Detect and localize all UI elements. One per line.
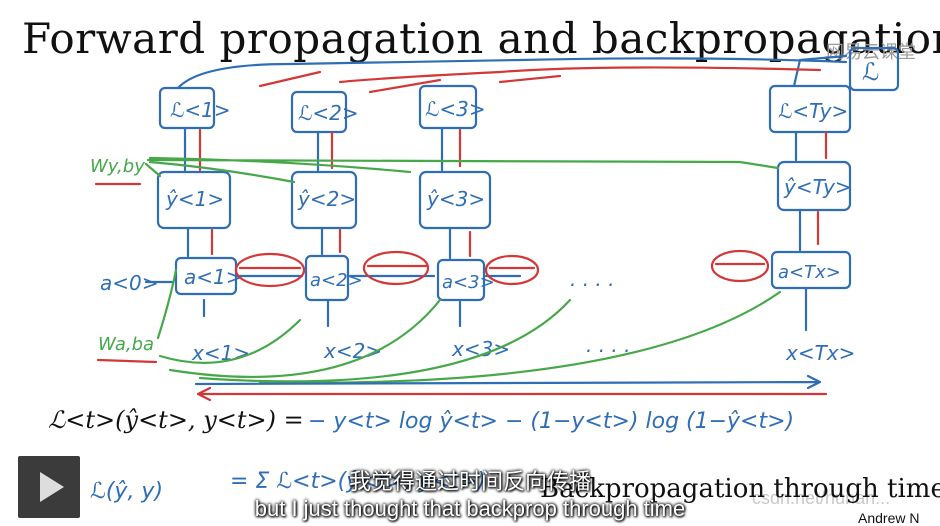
pred-box-ty: ŷ<Ty> xyxy=(776,160,852,212)
input-label-2: x<2> xyxy=(323,339,382,363)
dots-mid: . . . . xyxy=(570,267,615,291)
act-box-1: a<1> xyxy=(174,256,243,296)
wy-label: Wy,by xyxy=(90,156,145,177)
act-box-3: a<3> xyxy=(436,258,495,302)
subtitle-english: but I just thought that backprop through… xyxy=(254,496,686,521)
loss-box-ty: ℒ<Ty> xyxy=(768,84,852,134)
wa-label: Wa,ba xyxy=(98,334,154,355)
act-box-tx: a<Tx> xyxy=(770,250,852,290)
pred-box-1: ŷ<1> xyxy=(156,170,232,230)
loss-label-1: ℒ<1> xyxy=(170,98,231,122)
subtitle-chinese: 我觉得通过时间反向传播 xyxy=(348,470,591,495)
play-button[interactable] xyxy=(18,456,80,518)
loss-box-2: ℒ<2> xyxy=(290,90,359,134)
pred-label-1: ŷ<1> xyxy=(165,187,224,211)
pred-label-2: ŷ<2> xyxy=(297,187,356,211)
loss-label-2: ℒ<2> xyxy=(298,101,359,125)
loss-definition-lhs: ℒ<t>(ŷ<t>, y<t>) = xyxy=(48,406,304,434)
total-loss-label: ℒ xyxy=(862,58,879,86)
wa-underline xyxy=(96,358,158,364)
total-loss-box: ℒ xyxy=(848,46,900,92)
pred-label-3: ŷ<3> xyxy=(426,187,485,211)
total-loss-rhs: = Σ ℒ<t>(ŷ<t>, y<t>) xyxy=(230,469,486,494)
act-label-2: a<2> xyxy=(310,270,363,291)
act-box-2: a<2> xyxy=(304,254,363,302)
loss-definition-rhs: − y<t> log ŷ<t> − (1−y<t>) log (1−ŷ<t>) xyxy=(308,409,794,434)
pred-label-ty: ŷ<Ty> xyxy=(783,175,852,199)
loss-label-ty: ℒ<Ty> xyxy=(778,99,848,123)
csdn-watermark: csdn.net/hunan... xyxy=(752,488,891,508)
dots-low: . . . . xyxy=(586,333,631,357)
loss-label-3: ℒ<3> xyxy=(425,97,486,121)
loss-box-3: ℒ<3> xyxy=(418,84,486,130)
footer-title: Backpropagation through time xyxy=(540,474,940,504)
act-label-1: a<1> xyxy=(184,265,243,289)
pred-box-2: ŷ<2> xyxy=(290,170,358,230)
input-label-tx: x<Tx> xyxy=(785,341,855,365)
pred-box-3: ŷ<3> xyxy=(418,170,492,230)
input-label-3: x<3> xyxy=(451,337,510,361)
loss-box-1: ℒ<1> xyxy=(158,86,231,130)
total-loss-lhs: ℒ(ŷ, y) xyxy=(90,479,163,504)
slide-title: Forward propagation and backpropagation xyxy=(22,14,940,63)
act-label-3: a<3> xyxy=(442,272,495,293)
act-label-tx: a<Tx> xyxy=(778,262,841,283)
